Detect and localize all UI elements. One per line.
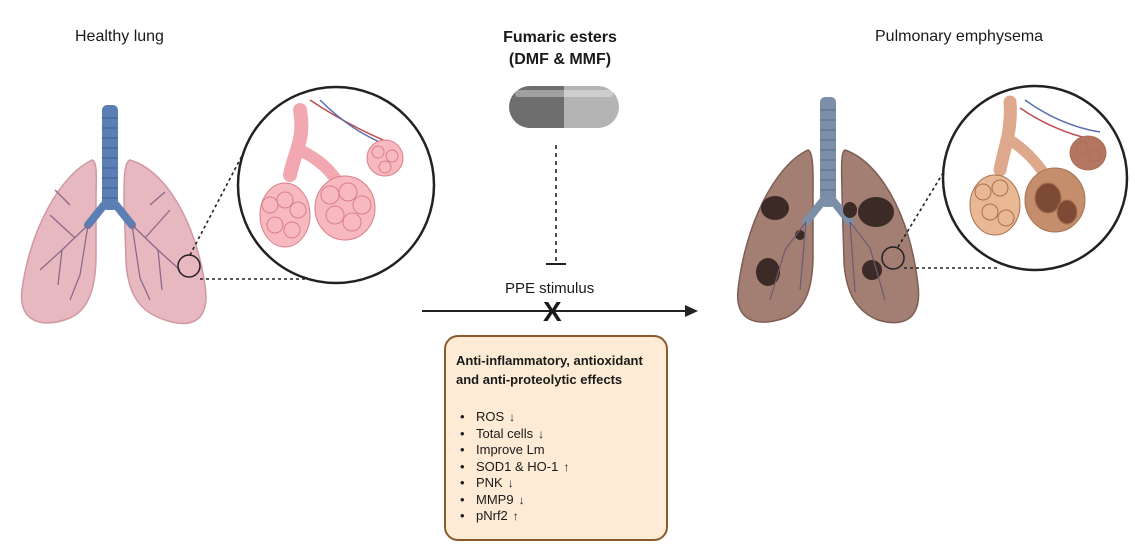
stimulus-label: PPE stimulus bbox=[505, 280, 595, 297]
arrow-down-icon: ↓ bbox=[518, 492, 525, 507]
effect-item: •Total cells↓ bbox=[460, 425, 545, 441]
arrow-down-icon: ↓ bbox=[538, 426, 545, 441]
effect-item: •Improve Lm bbox=[460, 442, 545, 457]
effect-item: •ROS↓ bbox=[460, 409, 516, 424]
effect-text: Total cells bbox=[476, 425, 534, 441]
effect-item: •SOD1 & HO-1↑ bbox=[460, 458, 570, 474]
arrow-down-icon: ↓ bbox=[507, 476, 514, 490]
effect-text: ROS bbox=[476, 409, 505, 424]
effect-item: •PNK↓ bbox=[460, 475, 514, 490]
effects-title-line2: and anti-proteolytic effects bbox=[456, 372, 623, 387]
drug-capsule-icon bbox=[509, 86, 619, 128]
drug-name: Fumaric esters bbox=[503, 29, 617, 46]
emphysema-label: Pulmonary emphysema bbox=[875, 28, 1044, 45]
effect-text: MMP9 bbox=[476, 491, 514, 507]
drug-abbrev: (DMF & MMF) bbox=[508, 51, 612, 68]
effect-text: pNrf2 bbox=[476, 508, 508, 523]
arrow-down-icon: ↓ bbox=[509, 410, 516, 424]
effects-list: •ROS↓ •Total cells↓ •Improve Lm •SOD1 & … bbox=[460, 409, 569, 525]
effects-box: Anti-inflammatory, antioxidant and anti-… bbox=[444, 335, 668, 541]
effect-text: SOD1 & HO-1 bbox=[476, 458, 559, 474]
arrow-up-icon: ↑ bbox=[512, 509, 519, 523]
arrow-up-icon: ↑ bbox=[563, 459, 570, 474]
block-x-icon: X bbox=[543, 296, 562, 327]
progression-arrowhead bbox=[685, 305, 698, 317]
emphysema-lung-illustration bbox=[737, 84, 1129, 324]
effect-item: •pNrf2↑ bbox=[460, 508, 519, 523]
effect-text: Improve Lm bbox=[476, 442, 545, 457]
drug-title: Fumaric esters (DMF & MMF) bbox=[480, 27, 640, 71]
healthy-lung-illustration bbox=[20, 85, 436, 325]
healthy-lung-label: Healthy lung bbox=[75, 28, 164, 45]
effect-item: •MMP9↓ bbox=[460, 491, 525, 507]
effects-title-line1: Anti-inflammatory, antioxidant bbox=[456, 353, 643, 368]
effects-title: Anti-inflammatory, antioxidant and anti-… bbox=[456, 351, 666, 389]
effect-text: PNK bbox=[476, 475, 503, 490]
